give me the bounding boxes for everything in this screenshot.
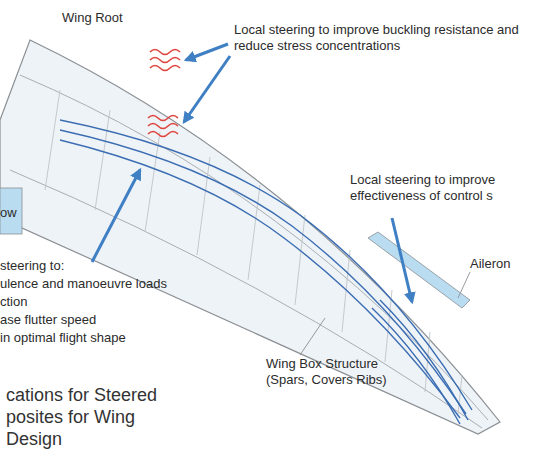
callout-label: in optimal flight shape: [0, 330, 170, 346]
rib-lines: [45, 90, 462, 414]
callout-label: Local steering to improve buckling resis…: [234, 22, 534, 54]
buckling-marks: [148, 50, 180, 137]
callout-label: Wing Root: [62, 10, 152, 26]
caption: cations for Steered posites for Wing Des…: [6, 384, 186, 450]
callout-label: ase flutter speed: [0, 312, 160, 328]
callout-label: steering to:: [0, 258, 160, 274]
callout-label: Local steering to improve effectiveness …: [350, 172, 530, 204]
leader-lines: [300, 272, 470, 355]
callout-label: ulence and manoeuvre loads: [0, 276, 190, 292]
callout-label: ction: [0, 294, 120, 310]
wing-outline: [0, 40, 500, 434]
steered-fibres: [60, 120, 472, 424]
spar-lines: [10, 75, 488, 428]
callout-label: Aileron: [470, 256, 534, 272]
callout-label: Wing Box Structure (Spars, Covers Ribs): [266, 356, 406, 388]
callout-label: ow: [0, 205, 30, 221]
aileron: [368, 232, 470, 308]
